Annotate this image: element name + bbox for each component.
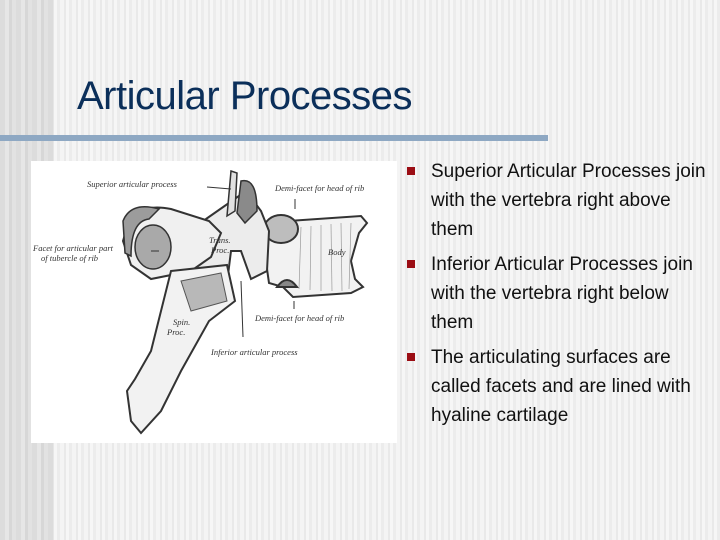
vertebra-illustration: Superior articular process Demi-facet fo… [31, 161, 397, 443]
bullet-text: The articulating surfaces are called fac… [431, 347, 691, 426]
label-body: Body [328, 247, 346, 257]
bullet-text: Superior Articular Processes join with t… [431, 161, 706, 240]
label-demi-facet-lower: Demi-facet for head of rib [255, 313, 345, 323]
bullet-item: Inferior Articular Processes join with t… [405, 250, 715, 337]
bullet-item: The articulating surfaces are called fac… [405, 343, 715, 430]
vertebra-drawing-icon [121, 169, 369, 435]
label-inferior-articular-process: Inferior articular process [211, 347, 298, 357]
bullet-text: Inferior Articular Processes join with t… [431, 254, 693, 333]
title-underline-rule [0, 135, 548, 141]
label-spin-proc-line2: Proc. [167, 327, 186, 337]
label-superior-articular-process: Superior articular process [87, 179, 177, 189]
label-facet-tubercle-line2: of tubercle of rib [41, 253, 99, 263]
bullet-list: Superior Articular Processes join with t… [405, 157, 715, 436]
label-trans-proc-line1: Trans. [209, 235, 231, 245]
label-facet-tubercle-line1: Facet for articular part [33, 243, 114, 253]
square-bullet-icon [407, 167, 415, 175]
label-trans-proc-line2: Proc. [211, 245, 230, 255]
bullet-item: Superior Articular Processes join with t… [405, 157, 715, 244]
label-demi-facet-upper: Demi-facet for head of rib [275, 183, 365, 193]
square-bullet-icon [407, 353, 415, 361]
label-spin-proc-line1: Spin. [173, 317, 191, 327]
slide-title: Articular Processes [77, 74, 413, 118]
square-bullet-icon [407, 260, 415, 268]
